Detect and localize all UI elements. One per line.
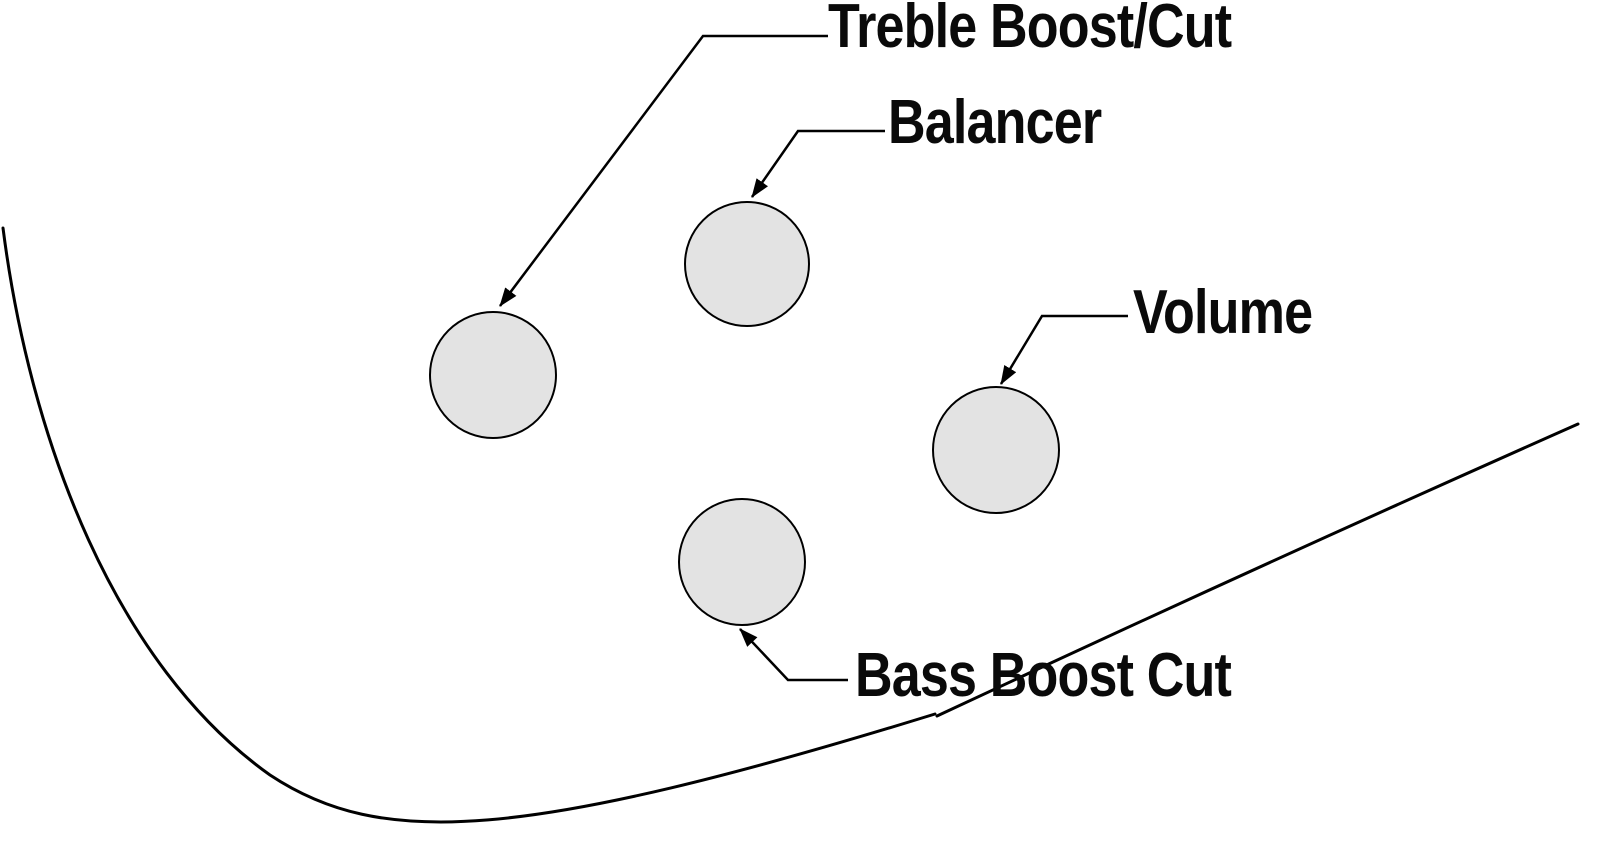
balancer-label: Balancer xyxy=(888,88,1102,157)
treble-leader-arrow xyxy=(499,34,828,307)
treble-boost-cut-knob xyxy=(429,311,557,439)
balancer-knob xyxy=(684,201,810,327)
volume-leader-arrow xyxy=(999,314,1128,385)
volume-label: Volume xyxy=(1133,278,1313,347)
volume-knob xyxy=(932,386,1060,514)
balancer-leader-arrow xyxy=(750,129,885,198)
treble-boost-cut-label: Treble Boost/Cut xyxy=(828,0,1232,61)
body-outline-left-curve xyxy=(1,226,937,824)
body-outline-right-edge xyxy=(935,422,1580,718)
bass-leader-arrow xyxy=(739,628,848,682)
bass-boost-cut-label: Bass Boost Cut xyxy=(855,641,1232,710)
bass-boost-cut-knob xyxy=(678,498,806,626)
